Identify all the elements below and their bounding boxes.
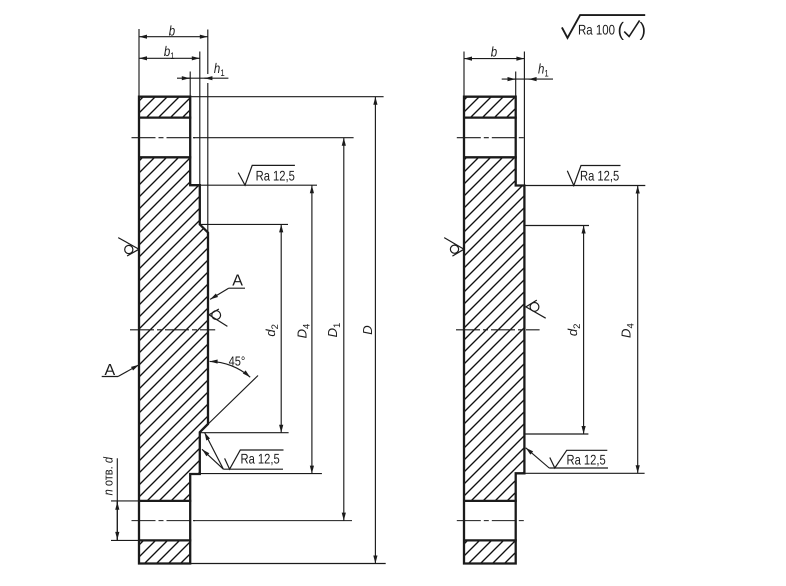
svg-text:n отв. d: n отв. d: [101, 456, 116, 495]
svg-text:d2: d2: [263, 324, 281, 337]
svg-text:Ra 12,5: Ra 12,5: [241, 451, 280, 467]
svg-text:Ra 100: Ra 100: [578, 21, 615, 37]
svg-text:): ): [640, 19, 647, 41]
svg-text:A: A: [105, 362, 116, 379]
svg-text:D4: D4: [619, 323, 637, 338]
svg-text:45°: 45°: [229, 353, 246, 368]
svg-text:h1: h1: [538, 60, 549, 79]
svg-text:b: b: [169, 23, 176, 39]
svg-text:A: A: [232, 272, 243, 289]
svg-text:b: b: [491, 44, 498, 60]
svg-text:Ra 12,5: Ra 12,5: [580, 168, 619, 184]
svg-text:D: D: [360, 325, 375, 334]
svg-text:h1: h1: [214, 60, 225, 79]
svg-text:Ra 12,5: Ra 12,5: [256, 167, 295, 183]
svg-text:Ra 12,5: Ra 12,5: [567, 452, 606, 468]
svg-text:(: (: [618, 19, 625, 41]
svg-text:D1: D1: [325, 323, 343, 338]
svg-text:D4: D4: [295, 324, 313, 339]
svg-text:d2: d2: [565, 324, 583, 337]
svg-text:b1: b1: [164, 43, 175, 62]
